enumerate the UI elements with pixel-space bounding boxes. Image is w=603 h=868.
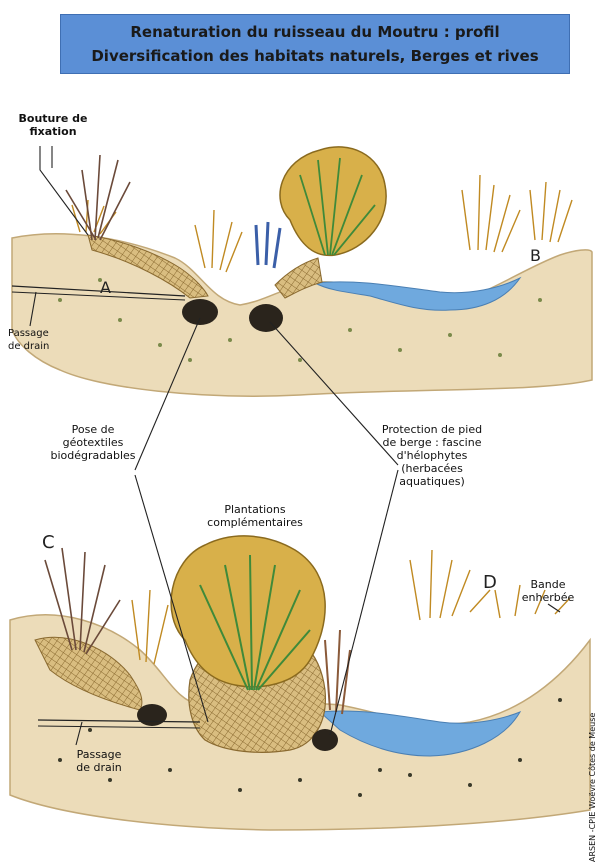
top-reeds (256, 222, 280, 268)
marker-d: D (483, 572, 497, 593)
label-plantations-line-1: Plantations (195, 503, 315, 516)
label-protection-line-1: Protection de pied (362, 423, 502, 436)
label-drain-bottom: Passage de drain (54, 748, 144, 774)
leader-bouture (40, 146, 88, 235)
label-bande: Bande enherbée (508, 578, 588, 604)
bottom-tree-crown (171, 536, 325, 687)
leader-bande (548, 604, 560, 612)
label-bande-line-2: enherbée (508, 591, 588, 604)
label-geotextile: Pose de géotextiles biodégradables (38, 423, 148, 462)
marker-c: C (42, 532, 55, 553)
label-drain-top: Passage de drain (8, 327, 49, 353)
bottom-root-ball-2 (312, 729, 338, 751)
marker-a: A (100, 278, 111, 297)
label-protection-line-3: d'hélophytes (362, 449, 502, 462)
top-tree-crown (280, 147, 386, 256)
label-drain-top-line-1: Passage (8, 327, 49, 340)
label-protection-line-4: (herbacées (362, 462, 502, 475)
label-drain-bottom-line-2: de drain (54, 761, 144, 774)
top-bouture-branches (66, 155, 130, 240)
bottom-root-ball-1 (137, 704, 167, 726)
label-drain-bottom-line-1: Passage (54, 748, 144, 761)
label-bande-line-1: Bande (508, 578, 588, 591)
label-bouture-line-2: fixation (8, 125, 98, 138)
label-protection-line-5: aquatiques) (362, 475, 502, 488)
label-plantations-line-2: complémentaires (195, 516, 315, 529)
bottom-profile (10, 536, 590, 830)
credit-text: ARSEN -CPIE Woëvre Côtes de Meuse (588, 713, 597, 862)
marker-b: B (530, 246, 541, 265)
top-soil (12, 234, 592, 396)
label-geotextile-line-2: géotextiles (38, 436, 148, 449)
top-root-ball-2 (249, 304, 283, 332)
label-protection: Protection de pied de berge : fascine d'… (362, 423, 502, 488)
label-bouture-line-1: Bouture de (8, 112, 98, 125)
label-plantations: Plantations complémentaires (195, 503, 315, 529)
label-geotextile-line-1: Pose de (38, 423, 148, 436)
top-root-ball-1 (182, 299, 218, 325)
top-profile (12, 147, 592, 396)
label-drain-top-line-2: de drain (8, 340, 49, 353)
label-protection-line-2: de berge : fascine (362, 436, 502, 449)
leader-protection-down (330, 470, 398, 735)
label-bouture: Bouture de fixation (8, 112, 98, 138)
label-geotextile-line-3: biodégradables (38, 449, 148, 462)
